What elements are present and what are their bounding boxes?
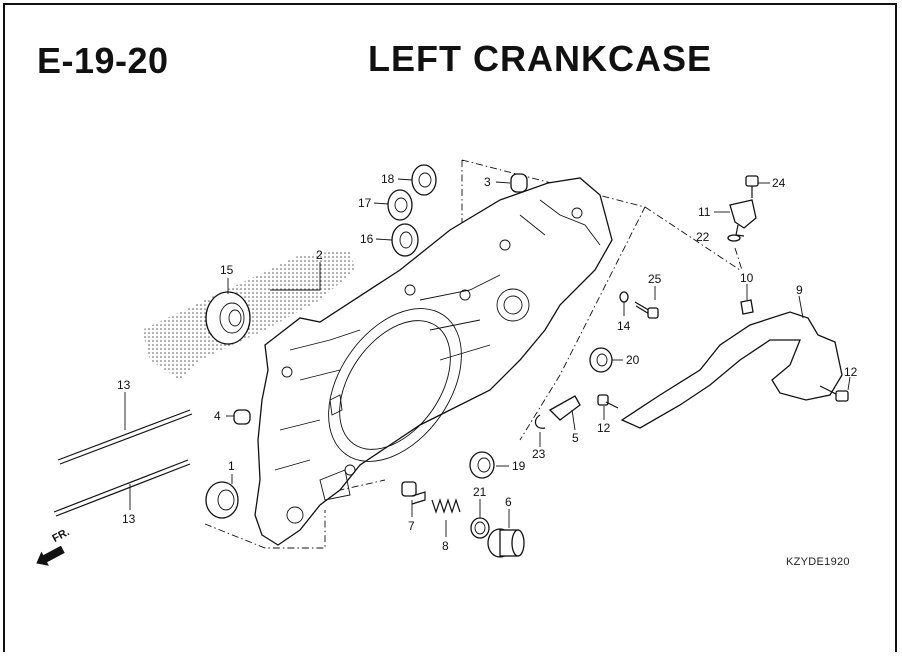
spring-8 xyxy=(431,498,461,514)
o-ring-21 xyxy=(470,517,490,539)
sensor-11 xyxy=(729,199,757,237)
oil-seal-19 xyxy=(469,451,495,479)
bolt-7 xyxy=(401,481,426,505)
callout-17: 17 xyxy=(358,196,372,210)
callout-8: 8 xyxy=(442,539,449,553)
callout-12-right: 12 xyxy=(844,365,858,379)
stud-bolt-13-lower xyxy=(53,459,191,517)
callout-23: 23 xyxy=(532,447,546,461)
bolt-24 xyxy=(745,175,759,198)
callout-19: 19 xyxy=(512,459,526,473)
callout-18: 18 xyxy=(381,172,395,186)
bearing-15 xyxy=(205,291,251,345)
bearing-17 xyxy=(387,189,413,221)
diagram-code: E-19-20 xyxy=(37,40,169,81)
callout-11: 11 xyxy=(698,205,711,219)
callout-15: 15 xyxy=(220,263,234,277)
callout-6: 6 xyxy=(505,495,512,509)
callout-1: 1 xyxy=(228,459,235,473)
callout-2: 2 xyxy=(316,248,323,262)
callout-10: 10 xyxy=(740,271,754,285)
callout-5: 5 xyxy=(572,431,579,445)
o-ring-22 xyxy=(727,234,741,242)
bearing-16 xyxy=(391,223,419,257)
callout-14: 14 xyxy=(617,319,631,333)
callout-22: 22 xyxy=(696,230,710,244)
diagram-reference: KZYDE1920 xyxy=(786,556,850,568)
callout-13-upper: 13 xyxy=(117,378,131,392)
bolt-12-left xyxy=(597,394,619,409)
crankcase-body xyxy=(254,177,613,546)
callout-3: 3 xyxy=(484,175,491,189)
bolt-12-right xyxy=(819,385,849,402)
assembly-outline-right xyxy=(644,206,743,271)
callout-7: 7 xyxy=(408,519,415,533)
callout-20: 20 xyxy=(626,353,640,367)
callout-9: 9 xyxy=(796,283,803,297)
clip-23 xyxy=(534,414,546,429)
diagram-frame xyxy=(3,3,897,652)
front-direction-arrow-icon: FR. xyxy=(36,526,72,566)
dowel-pin-3 xyxy=(510,173,528,193)
callout-13-lower: 13 xyxy=(122,512,136,526)
dowel-pin-4 xyxy=(233,409,251,425)
front-direction-label: FR. xyxy=(50,526,71,545)
bearing-18 xyxy=(411,164,437,196)
drain-plug-6 xyxy=(487,528,525,558)
washer-14 xyxy=(619,291,629,303)
callout-12-left: 12 xyxy=(597,421,611,435)
callout-25: 25 xyxy=(648,272,662,286)
callout-16: 16 xyxy=(360,232,374,246)
leader-lines xyxy=(124,178,851,537)
callout-4: 4 xyxy=(214,409,221,423)
bolt-25 xyxy=(634,301,659,319)
stud-bolt-13-upper xyxy=(57,409,193,465)
diagram-title: LEFT CRANKCASE xyxy=(368,38,712,79)
guide-plate-5 xyxy=(548,395,581,421)
bearing-1 xyxy=(205,481,239,519)
callout-24: 24 xyxy=(772,176,786,190)
callout-labels: 2 15 18 17 16 3 4 13 13 1 19 20 7 8 21 6… xyxy=(117,172,858,553)
collar-10 xyxy=(740,299,754,315)
oil-seal-20 xyxy=(589,347,613,373)
kickstarter-arm-9 xyxy=(620,311,843,429)
callout-21: 21 xyxy=(473,485,487,499)
